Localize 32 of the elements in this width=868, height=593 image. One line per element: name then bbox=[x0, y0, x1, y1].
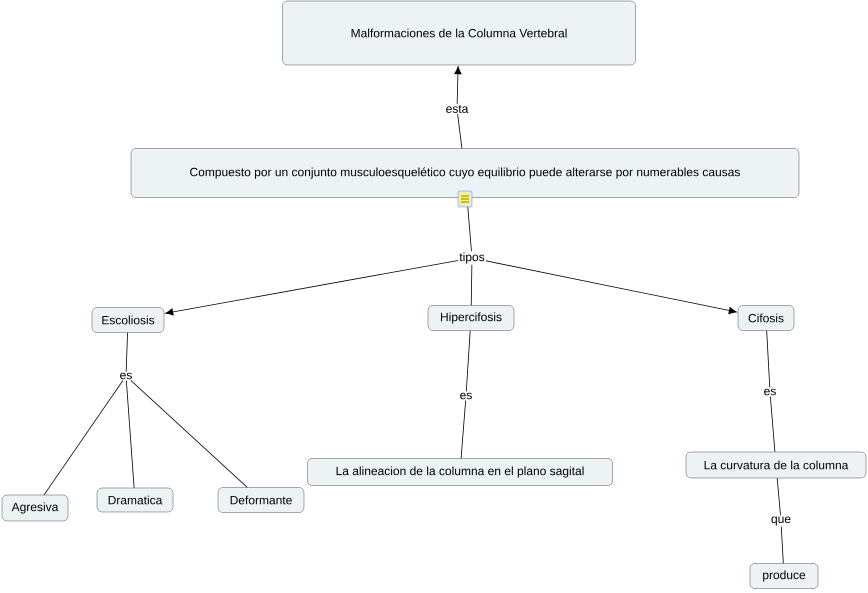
linking-phrase: es bbox=[458, 392, 474, 400]
concept-box: produce bbox=[750, 563, 818, 589]
connector bbox=[130, 380, 248, 488]
connector bbox=[126, 332, 128, 372]
linking-phrase: es bbox=[118, 372, 134, 380]
concept-box: La curvatura de la columna bbox=[686, 452, 866, 478]
connector bbox=[457, 114, 462, 149]
connector bbox=[470, 264, 472, 306]
concept-box: Dramatica bbox=[96, 488, 174, 512]
linking-phrase: tipos bbox=[458, 251, 486, 265]
connector bbox=[485, 260, 737, 314]
connector bbox=[460, 400, 466, 459]
connector bbox=[780, 526, 784, 564]
connector bbox=[466, 330, 471, 392]
connector bbox=[454, 66, 462, 104]
linking-phrase: que bbox=[770, 516, 792, 526]
linking-phrase: esta bbox=[444, 104, 470, 114]
connector bbox=[766, 330, 770, 388]
connector bbox=[126, 380, 135, 488]
concept-box: Agresiva bbox=[2, 494, 68, 522]
linking-phrase: es bbox=[762, 388, 778, 396]
connector bbox=[776, 478, 781, 516]
concept-box: Compuesto por un conjunto musculoesquelético cuyo equilibrio puede alterarse por numerables causas bbox=[130, 148, 800, 198]
concept-box: Malformaciones de la Columna Vertebral bbox=[282, 0, 636, 66]
concept-box: Hipercifosis bbox=[428, 305, 514, 331]
connector bbox=[44, 380, 124, 496]
concept-box: Cifosis bbox=[738, 305, 794, 331]
concept-box: Deformante bbox=[218, 487, 304, 513]
concept-box: La alineacion de la columna en el plano sagital bbox=[307, 458, 613, 486]
connector bbox=[165, 260, 459, 316]
connector bbox=[770, 396, 776, 452]
concept-box: Escoliosis bbox=[92, 307, 164, 333]
